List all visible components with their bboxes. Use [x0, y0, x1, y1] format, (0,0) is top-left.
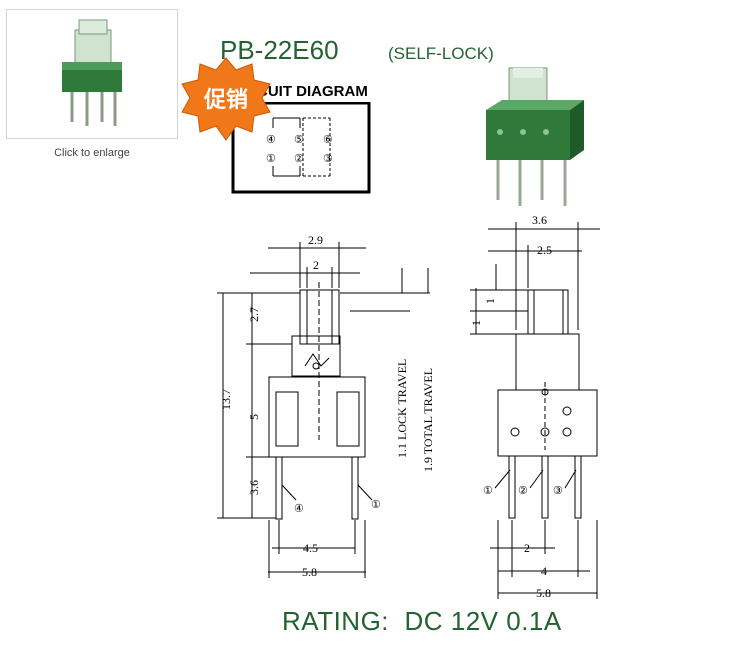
promo-badge-text: 促销: [203, 88, 248, 113]
cd-pin-4: ④: [266, 134, 276, 146]
switch-photo-large: [486, 67, 584, 206]
side-view: [470, 222, 600, 599]
cd-pin-3: ③: [323, 153, 333, 165]
total-travel-label: 1.9 TOTAL TRAVEL: [421, 368, 435, 472]
rating-label: RATING:: [282, 606, 390, 636]
dim-side-width-inner: 2.5: [537, 243, 552, 257]
lock-travel-label: 1.1 LOCK TRAVEL: [395, 359, 409, 458]
dim-side-pin-pitch: 2: [524, 541, 530, 555]
dim-side-step2: 1: [469, 320, 483, 326]
product-thumbnail[interactable]: [6, 9, 178, 139]
dim-side-step1: 1: [483, 298, 497, 304]
front-pin-4-label: ④: [294, 503, 304, 515]
cd-pin-2: ②: [294, 153, 304, 165]
cd-pin-5: ⑤: [294, 134, 304, 146]
dim-front-total-height: 13.7: [219, 389, 233, 410]
dim-front-pin-length: 3.6: [247, 480, 261, 495]
dim-side-body-width: 5.8: [536, 586, 551, 600]
side-pin-2-label: ②: [518, 485, 528, 497]
dim-front-top-width: 2.9: [308, 233, 323, 247]
dim-side-outer-pitch: 4: [541, 564, 547, 578]
front-pin-1-label: ①: [371, 499, 381, 511]
thumbnail-caption[interactable]: Click to enlarge: [54, 147, 130, 159]
model-title: PB-22E60: [220, 35, 339, 65]
rating-line: RATING: DC 12V 0.1A: [282, 606, 562, 637]
dim-front-body-width: 5.8: [302, 565, 317, 579]
dim-front-inner-width: 2: [313, 258, 319, 272]
front-view: [217, 242, 430, 578]
dim-side-width-top: 3.6: [532, 213, 547, 227]
promo-badge: 促销: [181, 57, 271, 141]
circuit-diagram: CUIT DIAGRAM ④ ⑤ ⑥ ① ② ③: [231, 78, 372, 194]
model-suffix: (SELF-LOCK): [388, 44, 494, 63]
switch-photo-small: [62, 19, 122, 126]
dim-front-plunger-height: 2.7: [247, 307, 261, 322]
side-pin-3-label: ③: [553, 485, 563, 497]
rating-value: DC 12V 0.1A: [404, 606, 562, 636]
cd-pin-1: ①: [266, 153, 276, 165]
dim-front-body-height: 5: [247, 414, 261, 420]
cd-pin-6: ⑥: [323, 134, 333, 146]
side-pin-1-label: ①: [483, 485, 493, 497]
dim-front-pin-spacing: 4.5: [303, 541, 318, 555]
circuit-diagram-title: CUIT DIAGRAM: [257, 83, 368, 100]
